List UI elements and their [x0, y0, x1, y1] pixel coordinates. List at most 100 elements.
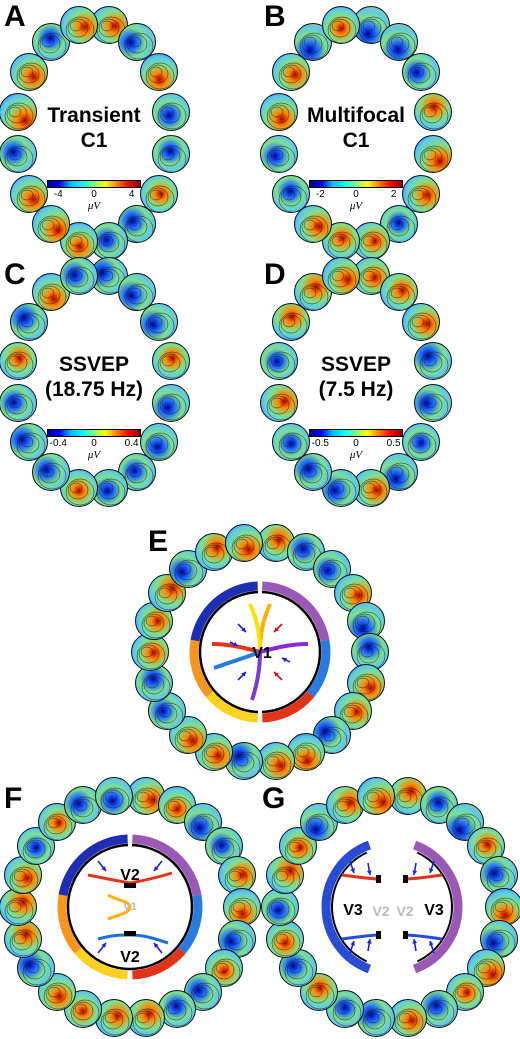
scalp-topography-map — [380, 205, 419, 244]
contour-line — [419, 352, 449, 379]
contour-line — [24, 960, 46, 980]
condition-label-line: Multifocal — [307, 104, 405, 127]
contour-lines — [266, 394, 296, 421]
dipole-arrowhead — [274, 672, 279, 677]
contour-lines — [70, 796, 100, 823]
contour-lines — [231, 752, 260, 779]
contour-line — [343, 587, 357, 599]
contour-line — [4, 352, 34, 379]
contour-line — [275, 870, 289, 882]
contour-line — [128, 36, 141, 48]
contour-line — [20, 189, 33, 200]
contour-line — [452, 813, 481, 840]
contour-lines — [419, 394, 449, 421]
contour-line — [157, 352, 187, 379]
contour-line — [39, 217, 61, 237]
contour-line — [139, 645, 160, 664]
condition-label-line: C1 — [342, 129, 370, 152]
contour-line — [301, 285, 323, 304]
contour-line — [213, 960, 234, 980]
contour-lines — [319, 560, 348, 587]
scalp-topography-map — [31, 205, 70, 244]
contour-lines — [332, 1000, 362, 1027]
contour-lines — [266, 352, 296, 379]
colorbar-unit: μV — [349, 449, 363, 461]
contour-line — [179, 730, 192, 741]
colorbar-tick-label: -0.5 — [311, 438, 329, 449]
contour-lines — [22, 837, 52, 865]
contour-line — [167, 800, 181, 811]
contour-line — [137, 643, 166, 670]
contour-line — [423, 149, 437, 161]
contour-line — [124, 215, 153, 243]
contour-line — [205, 547, 218, 558]
contour-line — [341, 704, 363, 724]
contour-line — [367, 791, 380, 802]
colorbar-tick-label: 0 — [91, 189, 97, 200]
contour-line — [412, 189, 425, 200]
contour-lines — [190, 813, 219, 840]
contour-line — [69, 236, 83, 247]
contour-line — [101, 1009, 130, 1036]
contour-lines — [70, 1000, 100, 1027]
contour-line — [103, 1011, 124, 1030]
contour-line — [103, 789, 124, 808]
colorbar-tick-label: -4 — [53, 189, 63, 200]
contour-line — [488, 868, 510, 888]
visual-field-segment — [190, 581, 258, 642]
contour-line — [359, 645, 380, 664]
contour-line — [233, 536, 254, 555]
contour-line — [299, 283, 329, 310]
contour-line — [67, 234, 89, 253]
contour-line — [8, 106, 22, 118]
contour-lines — [419, 102, 449, 130]
colorbar-tick-label: 0 — [353, 189, 359, 200]
scalp-topography-map — [151, 384, 190, 423]
scalp-topography-map — [321, 257, 360, 296]
contour-line — [303, 466, 317, 478]
scalp-topography-map — [401, 52, 440, 91]
scalp-topography-map — [321, 6, 360, 45]
contour-line — [286, 839, 308, 859]
contour-lines — [224, 866, 254, 894]
contour-line — [412, 67, 425, 78]
contour-line — [228, 870, 242, 882]
contour-line — [201, 743, 230, 770]
area-label: V3 — [424, 902, 444, 919]
contour-line — [6, 354, 28, 373]
contour-lines — [175, 560, 204, 587]
contour-lines — [299, 215, 329, 243]
scalp-topography-map — [37, 972, 76, 1011]
contour-line — [323, 564, 336, 575]
scalp-topography-map — [326, 786, 365, 825]
contour-lines — [157, 394, 187, 421]
contour-line — [280, 187, 301, 206]
contour-line — [309, 986, 323, 998]
contour-line — [454, 984, 475, 1004]
scalp-topography-map — [10, 302, 49, 341]
contour-line — [69, 20, 83, 31]
contour-line — [268, 354, 290, 373]
scalp-topography-map — [31, 452, 70, 491]
area-boundary-marker — [403, 931, 408, 939]
contour-line — [307, 815, 329, 834]
contour-line — [146, 313, 175, 340]
contour-line — [493, 900, 514, 919]
contour-line — [37, 32, 67, 60]
contour-lines — [278, 185, 307, 212]
contour-line — [270, 149, 284, 161]
contour-line — [141, 647, 154, 658]
contour-line — [148, 435, 169, 454]
contour-line — [6, 104, 28, 124]
contour-line — [334, 798, 356, 817]
contour-line — [41, 219, 55, 231]
contour-line — [301, 217, 323, 237]
contour-lines — [299, 32, 329, 60]
contour-lines — [327, 267, 357, 294]
contour-line — [22, 837, 52, 865]
contour-line — [157, 102, 187, 130]
colorbar-tick-label: 0 — [353, 438, 359, 449]
contour-line — [490, 870, 504, 882]
panel-letter: F — [4, 782, 23, 815]
contour-line — [264, 536, 286, 555]
